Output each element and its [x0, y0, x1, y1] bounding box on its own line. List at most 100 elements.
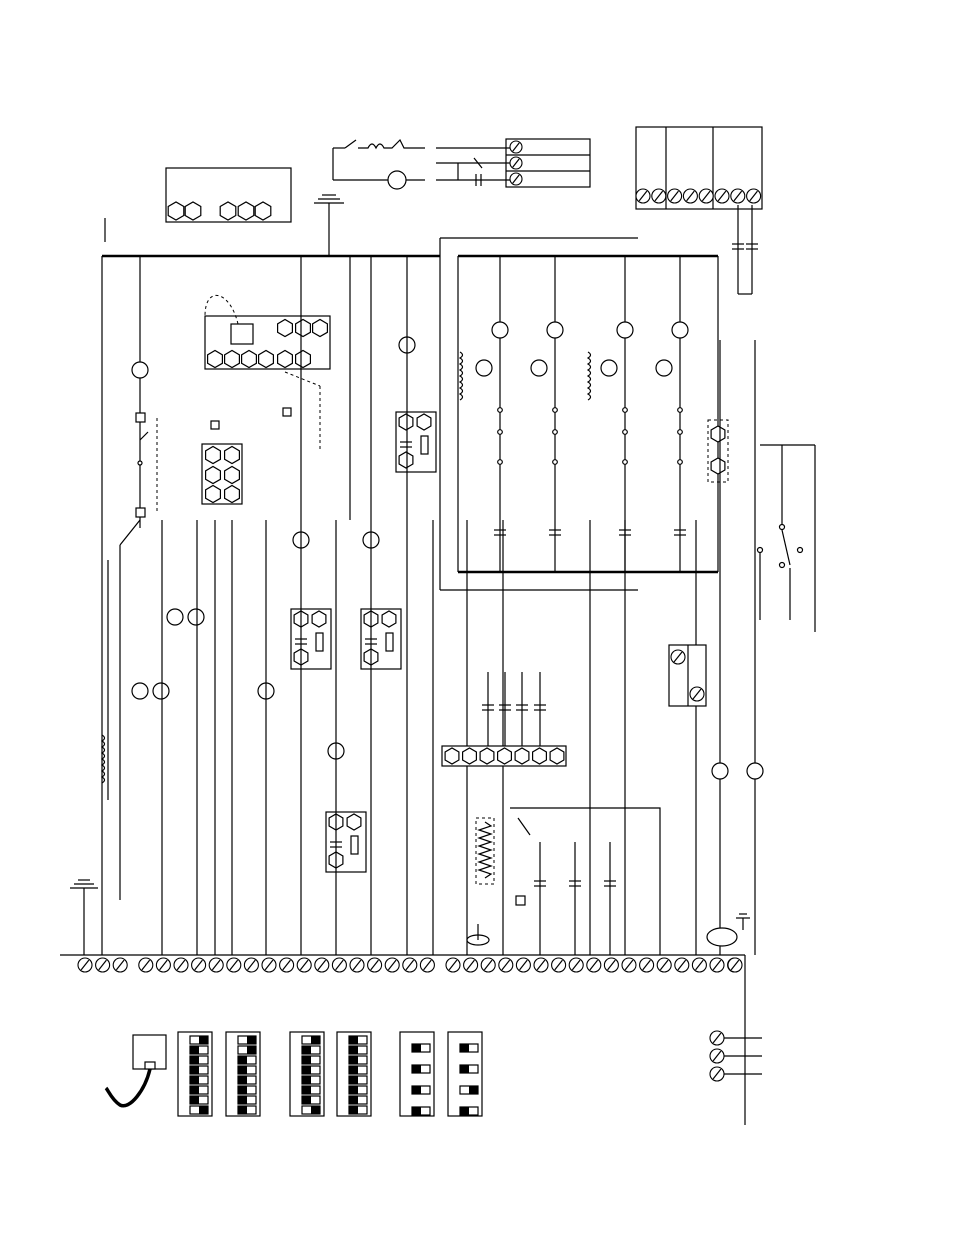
screw-terminal-icon	[174, 958, 188, 972]
hex-terminal-icon	[278, 351, 293, 368]
dip-switch	[302, 1046, 320, 1054]
hex-terminal-icon	[498, 748, 512, 764]
sensor-board	[202, 295, 330, 504]
dip-switch	[302, 1066, 320, 1074]
hex-terminal-icon	[278, 320, 293, 337]
hex-terminal-icon	[206, 467, 221, 484]
side-terminals	[710, 1031, 762, 1081]
relay-module	[291, 609, 331, 669]
dip-switch	[238, 1076, 256, 1084]
hex-terminal-icon	[206, 447, 221, 464]
hex-terminal-icon	[296, 320, 311, 337]
screw-terminal-icon	[636, 189, 650, 203]
hex-terminal-icon	[445, 748, 459, 764]
dip-switch	[302, 1086, 320, 1094]
screw-terminal-icon	[683, 189, 697, 203]
dip-switch	[238, 1096, 256, 1104]
hex-terminal-icon	[208, 351, 223, 368]
hex-terminal-icon	[550, 748, 564, 764]
relay-module	[326, 812, 366, 872]
dip-switch	[349, 1046, 367, 1054]
ground-symbol-left	[70, 880, 98, 955]
hex-terminal-icon	[463, 748, 477, 764]
screw-terminal-icon	[280, 958, 294, 972]
hex-terminal-icon	[417, 414, 431, 430]
hex-terminal-icon	[206, 486, 221, 503]
dip-switch	[412, 1065, 430, 1073]
hex-terminal-icon	[711, 426, 725, 442]
screw-terminal-icon	[640, 958, 654, 972]
screw-terminal-icon	[227, 958, 241, 972]
screw-terminal-icon	[192, 958, 206, 972]
screw-terminal-icon	[332, 958, 346, 972]
dip-switch	[349, 1076, 367, 1084]
capacitor-icon	[482, 672, 494, 746]
screw-terminal-icon	[657, 958, 671, 972]
dip-switch	[349, 1096, 367, 1104]
hex-terminal-icon	[225, 447, 240, 464]
dip-switch	[460, 1086, 478, 1094]
screw-terminal-icon	[510, 141, 522, 153]
dip-switch	[349, 1036, 367, 1044]
screw-terminal-icon	[446, 958, 460, 972]
heater-coil-icon	[460, 352, 463, 400]
dip-switch	[238, 1036, 256, 1044]
screw-terminal-icon	[96, 958, 110, 972]
dip-switch	[190, 1076, 208, 1084]
relay-module	[361, 609, 401, 669]
hex-terminal-icon	[312, 611, 326, 627]
dip-switch	[302, 1106, 320, 1114]
sensor-probe	[106, 1035, 166, 1106]
hex-terminal-icon	[255, 202, 271, 220]
capacitor-icon	[569, 842, 581, 955]
dip-switch	[302, 1076, 320, 1084]
screw-terminal-icon	[728, 958, 742, 972]
hex-terminal-icon	[220, 202, 236, 220]
dip-switch	[460, 1107, 478, 1115]
heater-frame	[440, 238, 728, 590]
dip-switch-bank	[337, 1032, 371, 1116]
dip-switch	[238, 1086, 256, 1094]
screw-terminal-icon	[481, 958, 495, 972]
screw-terminal-icon	[510, 173, 522, 185]
ground-symbol-top	[314, 195, 344, 256]
hex-terminal-icon	[296, 351, 311, 368]
screw-terminal-icon	[534, 958, 548, 972]
dip-switch	[349, 1086, 367, 1094]
dip-switch	[349, 1106, 367, 1114]
capacitor-icon	[499, 672, 511, 746]
screw-terminal-icon	[350, 958, 364, 972]
screw-terminal-icon	[622, 958, 636, 972]
hex-terminal-icon	[399, 452, 413, 468]
dip-switch	[190, 1056, 208, 1064]
screw-terminal-icon	[569, 958, 583, 972]
dip-switch	[190, 1106, 208, 1114]
dip-switch	[190, 1096, 208, 1104]
screw-terminal-icon	[385, 958, 399, 972]
screw-terminal-icon	[552, 958, 566, 972]
dip-switch	[190, 1046, 208, 1054]
dip-switch-bank	[290, 1032, 324, 1116]
hex-terminal-icon	[515, 748, 529, 764]
screw-terminal-icon	[315, 958, 329, 972]
hex-terminal-icon	[168, 202, 184, 220]
fan-motors	[132, 337, 415, 759]
screw-terminal-icon	[156, 958, 170, 972]
dip-switch	[238, 1056, 256, 1064]
dip-switch	[302, 1056, 320, 1064]
contactor-box	[669, 645, 706, 706]
screw-terminal-icon	[692, 958, 706, 972]
dip-switch	[412, 1107, 430, 1115]
dip-switch-bank	[178, 1032, 212, 1116]
hex-terminal-icon	[225, 467, 240, 484]
capacitor-icon	[534, 672, 546, 746]
dip-switch	[190, 1086, 208, 1094]
dip-switch	[238, 1066, 256, 1074]
dip-switch	[412, 1086, 430, 1094]
relay-module	[396, 412, 436, 472]
screw-terminal-icon	[604, 958, 618, 972]
top-right-terminal-block	[636, 127, 762, 294]
hex-terminal-icon	[399, 414, 413, 430]
screw-terminal-icon	[710, 958, 724, 972]
